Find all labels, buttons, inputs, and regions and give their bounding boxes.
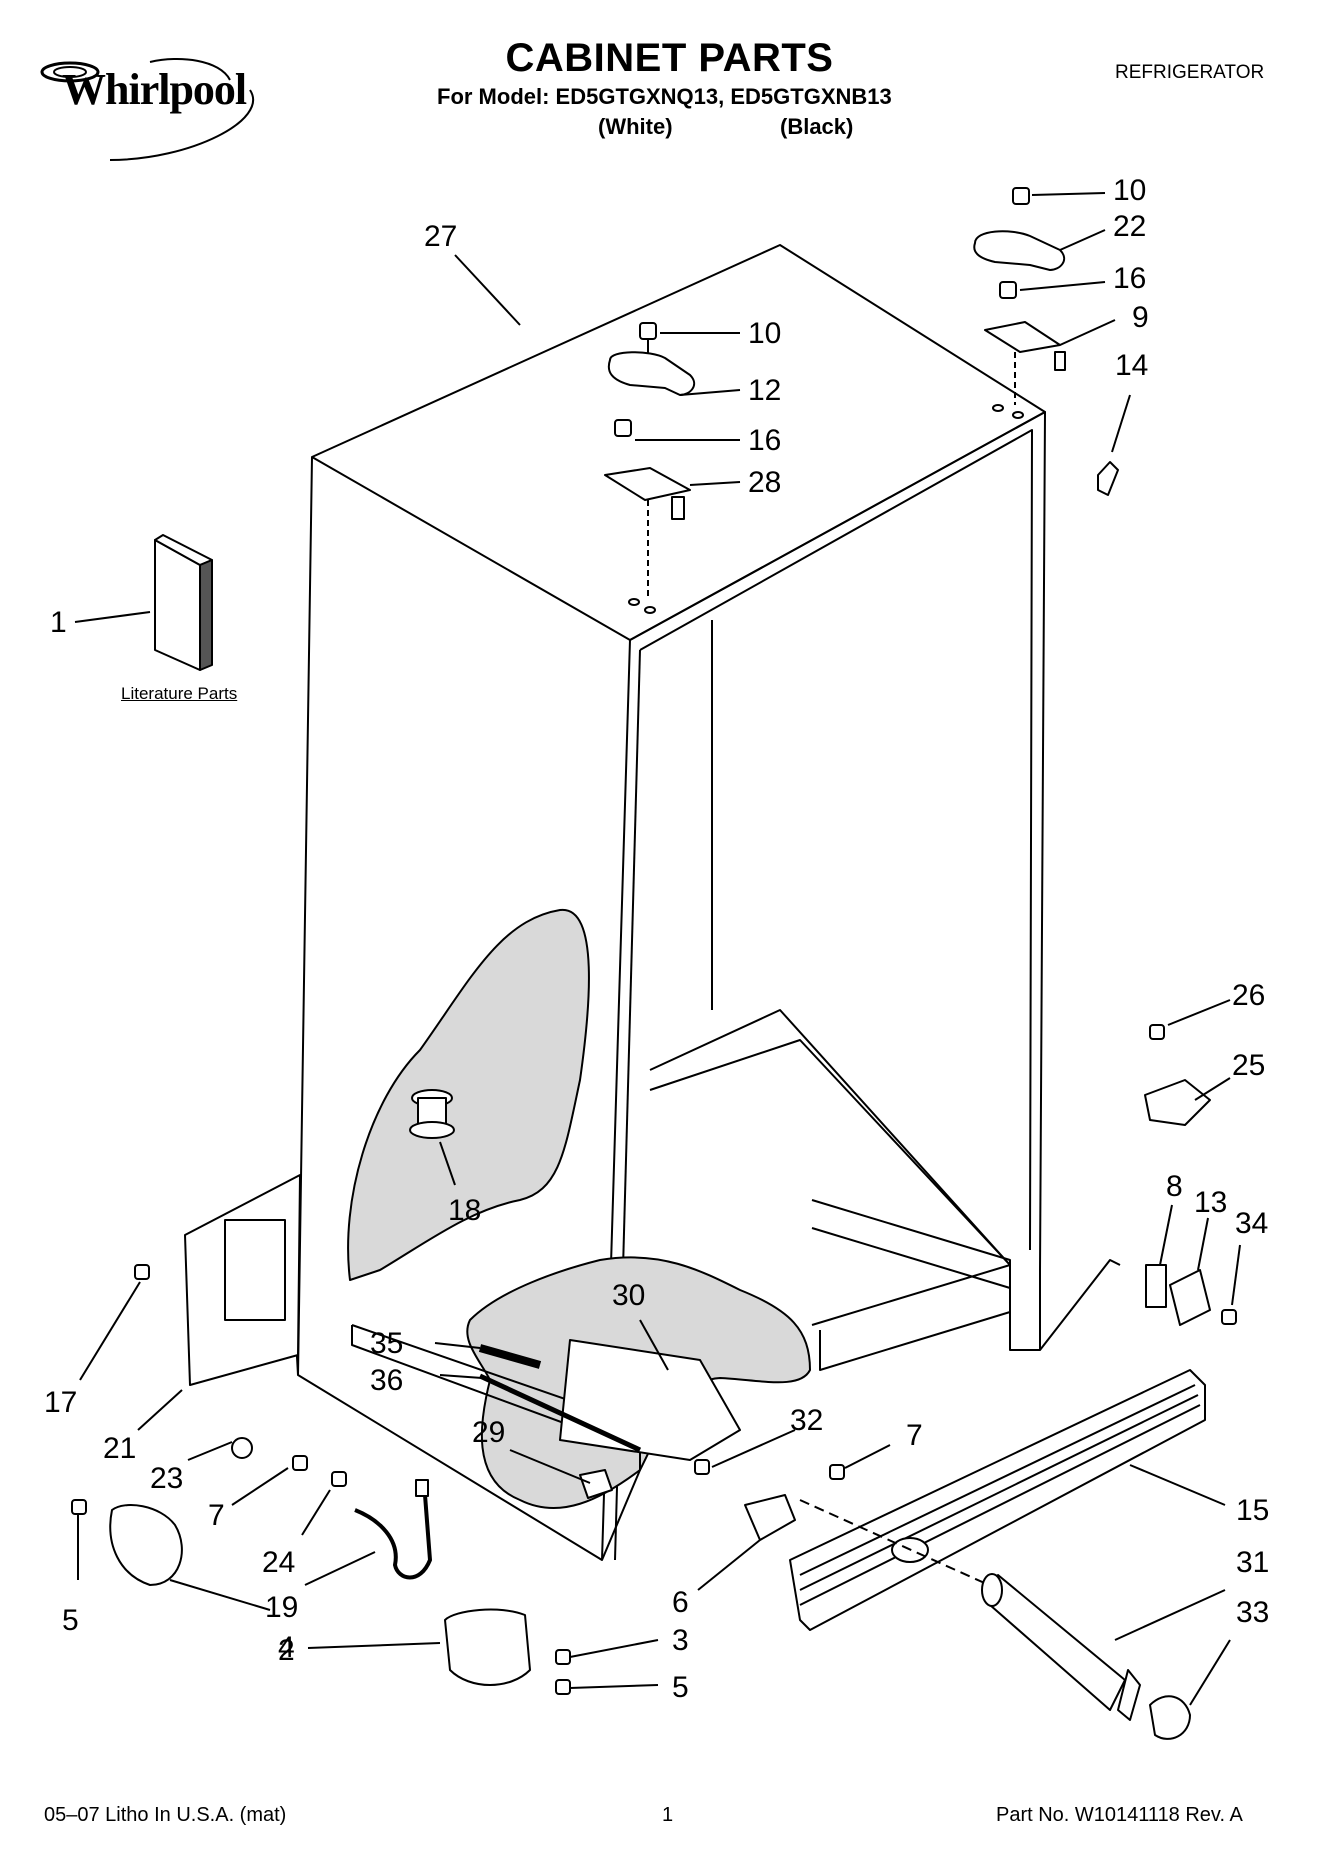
callout-15: 15 (1236, 1494, 1269, 1527)
variant-white: (White) (598, 114, 673, 139)
callout-26: 26 (1232, 979, 1265, 1012)
model-line: For Model: ED5GTGXNQ13, ED5GTGXNB13 (437, 84, 892, 109)
callout-30: 30 (612, 1279, 645, 1312)
callout-31: 31 (1236, 1546, 1269, 1579)
brand-logo: Whirlpool (62, 65, 247, 114)
filter-cartridge (981, 1573, 1191, 1740)
callout-28: 28 (748, 466, 781, 499)
variant-black: (Black) (780, 114, 854, 139)
callout-4: 4 (278, 1631, 295, 1664)
literature-parts-label: Literature Parts (121, 684, 238, 703)
literature-booklet (154, 534, 213, 671)
callout-17: 17 (44, 1386, 77, 1419)
callout-5b: 5 (672, 1671, 689, 1704)
callout-23: 23 (150, 1462, 183, 1495)
callout-16a: 16 (748, 424, 781, 457)
callout-10a: 10 (748, 317, 781, 350)
callout-13: 13 (1194, 1186, 1227, 1219)
callout-9: 9 (1132, 301, 1149, 334)
right-hardware (1144, 1024, 1237, 1326)
callout-33: 33 (1236, 1596, 1269, 1629)
callout-3: 3 (672, 1624, 689, 1657)
page-title: CABINET PARTS (505, 36, 834, 80)
callout-16b: 16 (1113, 262, 1146, 295)
callout-1: 1 (50, 606, 67, 639)
footer-litho: 05–07 Litho In U.S.A. (mat) (44, 1804, 287, 1826)
callout-labels: 27 10 12 16 28 10 22 16 9 14 1 18 26 25 … (44, 174, 1269, 1704)
callout-10b: 10 (1113, 174, 1146, 207)
callout-12: 12 (748, 374, 781, 407)
base-grille (789, 1369, 1206, 1631)
callout-27: 27 (424, 220, 457, 253)
callout-5a: 5 (62, 1604, 79, 1637)
top-hinge-left (604, 322, 696, 614)
footer-page-number: 1 (662, 1804, 674, 1826)
callout-34: 34 (1235, 1207, 1268, 1240)
callout-25: 25 (1232, 1049, 1265, 1082)
top-hinge-right (973, 187, 1119, 496)
callout-32: 32 (790, 1404, 823, 1437)
callout-14: 14 (1115, 349, 1148, 382)
callout-18: 18 (448, 1194, 481, 1227)
logo-swirl-icon (40, 58, 254, 161)
callout-6: 6 (672, 1586, 689, 1619)
callout-7a: 7 (208, 1499, 225, 1532)
footer-part-number: Part No. W10141118 Rev. A (996, 1804, 1243, 1826)
callout-22: 22 (1113, 210, 1146, 243)
callout-36: 36 (370, 1364, 403, 1397)
leveler-part (409, 1089, 455, 1139)
category-label: REFRIGERATOR (1115, 62, 1265, 83)
leader-lines (74, 192, 1241, 1706)
vent-panel (134, 1174, 301, 1386)
callout-7b: 7 (906, 1419, 923, 1452)
callout-35: 35 (370, 1327, 403, 1360)
callout-19: 19 (265, 1591, 298, 1624)
filter-housing (478, 1339, 845, 1541)
callout-29: 29 (472, 1416, 505, 1449)
callout-21: 21 (103, 1432, 136, 1465)
callout-2: 2 (278, 1634, 295, 1667)
callout-8: 8 (1166, 1170, 1183, 1203)
callout-24: 24 (262, 1546, 295, 1579)
